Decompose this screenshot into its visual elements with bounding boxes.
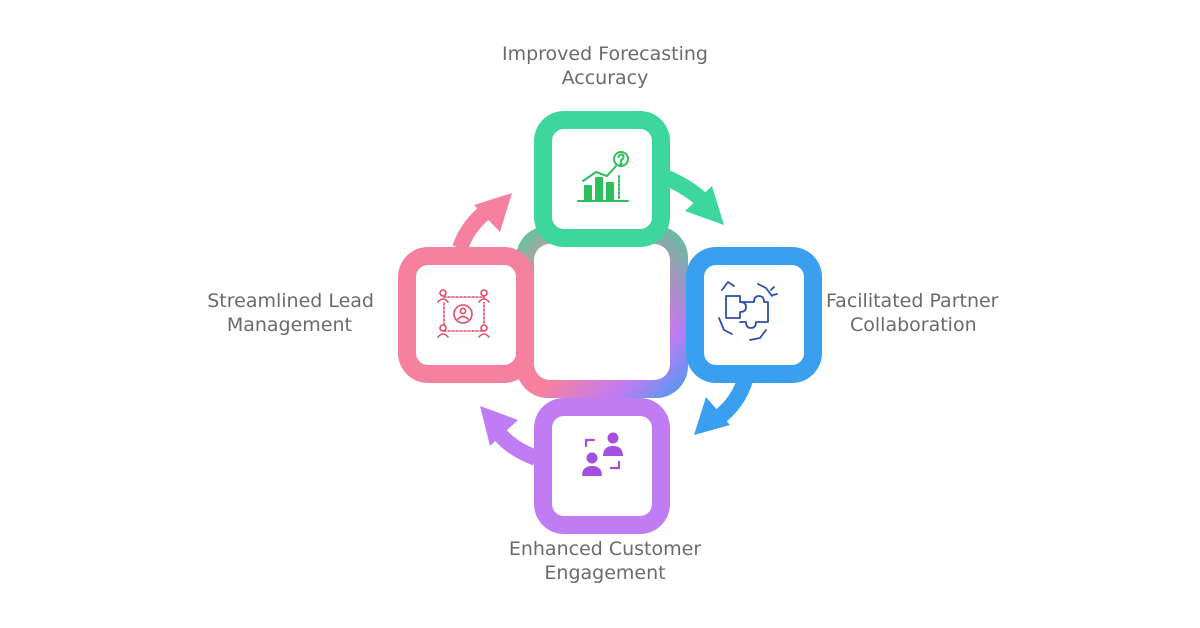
puzzle-hands-icon [718, 281, 778, 341]
label-line: Improved Forecasting [501, 43, 708, 65]
label-line: Enhanced Customer [508, 538, 702, 560]
node-left [398, 247, 534, 383]
label-line: Accuracy [561, 67, 649, 89]
label-line: Management [226, 314, 352, 336]
label-line: Facilitated Partner [826, 290, 999, 312]
center-hub [516, 226, 688, 398]
label-enhanced-customer-engagement: Enhanced Customer Engagement [470, 537, 740, 585]
label-line: Streamlined Lead [207, 290, 374, 312]
node-right [686, 247, 822, 383]
arrow-top-to-right [663, 170, 724, 225]
arrow-left-to-top [452, 193, 512, 251]
people-exchange-icon [582, 432, 623, 476]
label-line: Engagement [544, 562, 666, 584]
network-people-icon [437, 289, 490, 338]
label-line: Collaboration [850, 314, 977, 336]
label-streamlined-lead-management: Streamlined Lead Management [150, 289, 374, 337]
label-facilitated-partner-collaboration: Facilitated Partner Collaboration [826, 289, 1016, 337]
node-bottom [534, 398, 670, 534]
arrow-right-to-bottom [694, 377, 753, 435]
label-improved-forecasting-accuracy: Improved Forecasting Accuracy [470, 42, 740, 90]
bar-chart-question-icon [577, 151, 629, 202]
node-top [534, 111, 670, 247]
arrow-bottom-to-left [480, 406, 540, 466]
